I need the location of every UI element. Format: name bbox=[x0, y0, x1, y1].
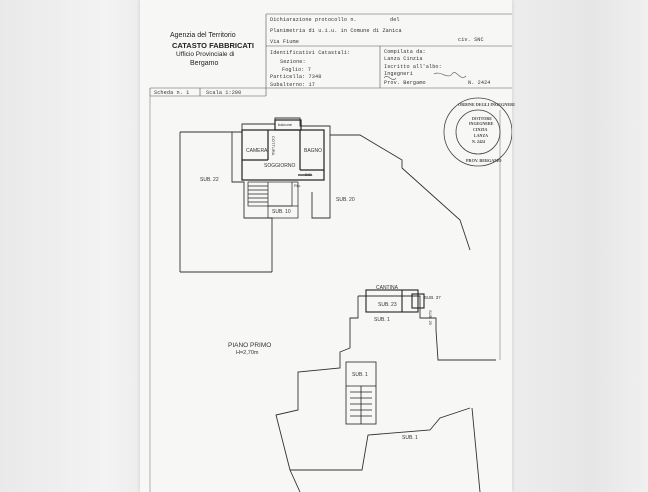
agency-line-2: CATASTO FABBRICATI bbox=[172, 41, 254, 50]
parcel-number: Particella: 7348 bbox=[270, 74, 322, 80]
sub-1-label-lower: SUB. 1 bbox=[402, 435, 418, 441]
stamp-line-2: INGEGNERE bbox=[469, 121, 494, 126]
cadastral-sheet: Agenzia del Territorio CATASTO FABBRICAT… bbox=[140, 0, 515, 492]
hallway-label: DIS. bbox=[305, 172, 313, 177]
compiled-by-label: Compilata da: bbox=[384, 49, 426, 55]
agency-line-1: Agenzia del Territorio bbox=[170, 32, 236, 39]
declaration-date-label: del bbox=[390, 17, 400, 23]
province-label: Prov. Bergamo bbox=[384, 80, 426, 86]
register-value: Ingegneri bbox=[384, 71, 413, 77]
agency-line-3: Ufficio Provinciale di bbox=[176, 51, 235, 58]
identifiers-label: Identificativi Catastali: bbox=[270, 50, 351, 56]
sheet-number: Foglio: 7 bbox=[282, 67, 311, 73]
storage-label: Rip. bbox=[294, 183, 302, 188]
street-address: Via Fiume bbox=[270, 39, 299, 45]
stamp-line-5: N. 2424 bbox=[472, 139, 485, 144]
ceiling-height-label: H=2,70m bbox=[236, 350, 259, 356]
register-label: Iscritto all'albo: bbox=[384, 64, 442, 70]
scheda-number: Scheda n. 1 bbox=[154, 90, 190, 96]
cellar-label: CANTINA bbox=[376, 285, 398, 291]
subunit-number: Subalterno: 17 bbox=[270, 82, 315, 88]
compiled-by-name: Lanza Cinzia bbox=[384, 56, 423, 62]
agency-line-4: Bergamo bbox=[190, 60, 219, 67]
declaration-label: Dichiarazione protocollo n. bbox=[270, 17, 357, 23]
floor-plan-drawing bbox=[149, 13, 512, 492]
bathroom-label: BAGNO bbox=[304, 148, 323, 154]
bedroom-label: CAMERA bbox=[246, 148, 268, 154]
photo-background-right bbox=[510, 0, 648, 492]
balcony-label: balcone bbox=[278, 122, 293, 127]
floor-plan-title: Planimetria di u.i.u. in Comune di Zanic… bbox=[270, 28, 402, 34]
sub-1-label-stair: SUB. 1 bbox=[352, 372, 368, 378]
sub-10-label: SUB. 10 bbox=[272, 209, 291, 215]
scale-label: Scala 1:200 bbox=[206, 90, 242, 96]
photo-background-left bbox=[0, 0, 150, 492]
stamp-line-1: DOTTORE bbox=[472, 116, 492, 121]
floor-name-label: PIANO PRIMO bbox=[228, 342, 272, 349]
sub-37-label: SUB. 37 bbox=[424, 295, 441, 300]
stamp-line-4: LANZA bbox=[474, 133, 489, 138]
section-label: Sezione: bbox=[280, 59, 306, 65]
stamp-ring-bottom: PROV. BERGAMO bbox=[466, 158, 502, 163]
kitchen-label: COTTURA bbox=[271, 136, 276, 156]
civic-number: civ. SNC bbox=[458, 37, 484, 43]
sub-22-label: SUB. 22 bbox=[200, 177, 219, 183]
register-number: N. 2424 bbox=[468, 80, 491, 86]
stamp-ring-top: ORDINE DEGLI INGEGNERI bbox=[458, 102, 515, 107]
sub-23-label: SUB. 23 bbox=[378, 302, 397, 308]
living-room-label: SOGGIORNO bbox=[264, 163, 296, 169]
sub-29-label: SUB. 29 bbox=[428, 310, 433, 325]
stamp-line-3: CINZIA bbox=[473, 127, 488, 132]
sub-20-label: SUB. 20 bbox=[336, 197, 355, 203]
sub-1-label-upper: SUB. 1 bbox=[374, 317, 390, 323]
